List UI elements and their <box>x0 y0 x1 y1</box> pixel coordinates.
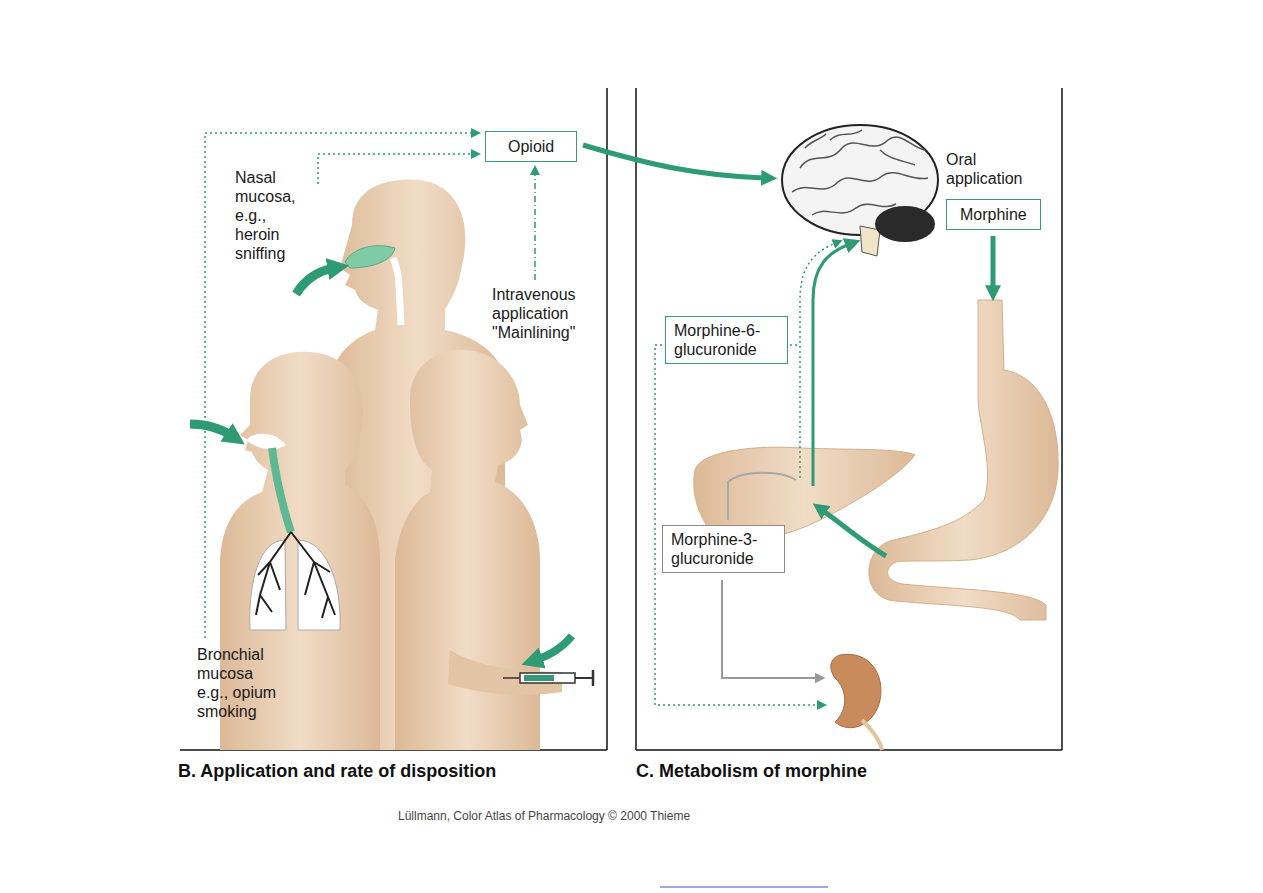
route-arrow <box>813 244 850 486</box>
dotted-arrow <box>800 242 838 478</box>
drug-box: Morphine <box>946 199 1041 230</box>
link-underline <box>660 887 828 888</box>
route-label: Oral application <box>946 150 1046 188</box>
dotted-arrow <box>318 154 476 184</box>
panel-caption: C. Metabolism of morphine <box>636 760 867 782</box>
excretion-arrow <box>722 580 820 678</box>
drug-box: Opioid <box>485 131 577 162</box>
route-arrow <box>296 268 334 294</box>
compound-name: Opioid <box>508 137 554 156</box>
compound-name: Morphine-3- glucuronide <box>671 530 776 568</box>
pharynx <box>393 258 401 325</box>
dotted-arrow <box>205 133 476 638</box>
route-label: Nasal mucosa, e.g., heroin sniffing <box>235 168 307 263</box>
trachea <box>272 448 291 532</box>
lung <box>298 540 340 630</box>
dashdot-arrow <box>534 170 536 280</box>
panel-border <box>635 88 637 750</box>
compound-name: Morphine-6- glucuronide <box>674 321 779 359</box>
panel-border <box>636 749 1062 751</box>
route-arrow <box>190 424 232 436</box>
syringe-fluid <box>524 675 554 681</box>
ureter <box>862 720 882 750</box>
route-arrow <box>536 636 572 660</box>
syringe-barrel <box>520 673 575 683</box>
credit-line: Lüllmann, Color Atlas of Pharmacology © … <box>398 809 690 823</box>
brain-gyri <box>792 130 928 215</box>
kidney <box>831 654 881 727</box>
panel-caption: B. Application and rate of disposition <box>178 760 496 782</box>
brainstem <box>860 226 880 256</box>
lung <box>250 540 286 630</box>
route-label: Bronchial mucosa e.g., opium smoking <box>197 645 287 721</box>
route-arrow <box>822 510 886 556</box>
nasal-cavity <box>345 246 395 268</box>
syringe-plunger <box>575 677 593 679</box>
compound-name: Morphine <box>960 205 1027 224</box>
panel-border <box>606 88 608 750</box>
cerebellum <box>875 206 935 242</box>
route-arrow <box>991 236 996 290</box>
metabolite-box: Morphine-3- glucuronide <box>662 525 785 573</box>
route-label: Intravenous application "Mainlining" <box>492 285 604 342</box>
route-arrow <box>583 145 766 178</box>
metabolite-box: Morphine-6- glucuronide <box>665 316 788 364</box>
panel-border <box>1061 88 1063 750</box>
dotted-line <box>790 344 800 346</box>
dotted-arrow <box>655 345 822 705</box>
syringe-plunger <box>592 670 595 686</box>
needle <box>503 677 520 679</box>
bronchial-tree <box>256 532 335 618</box>
mouth-cavity <box>246 434 286 449</box>
liver-vessel <box>728 473 796 520</box>
